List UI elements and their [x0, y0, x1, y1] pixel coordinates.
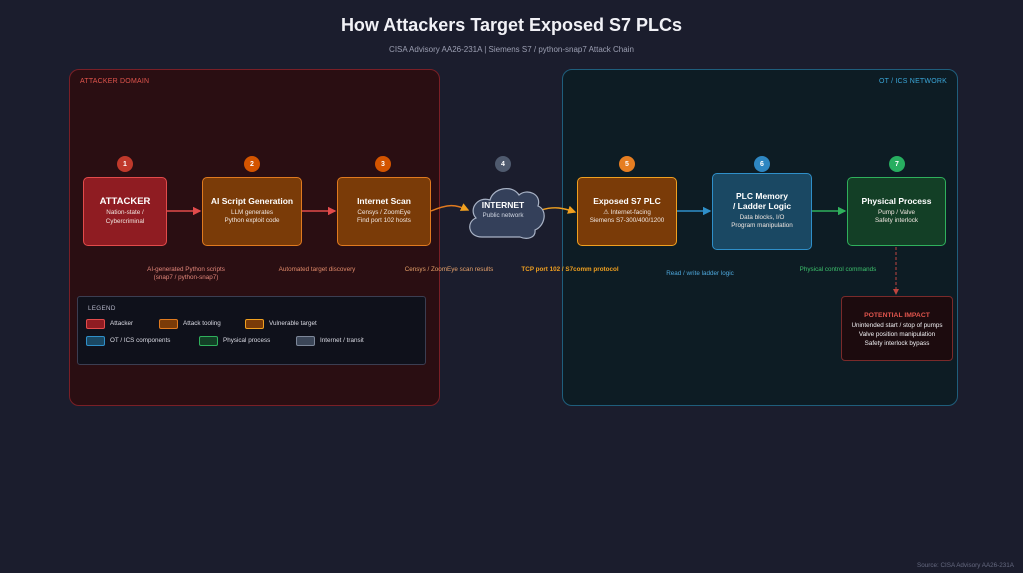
step-1-badge: 1 [117, 156, 133, 172]
edge-label-control: Physical control commands [799, 266, 877, 273]
attacker-node-title: ATTACKER [99, 195, 151, 207]
plc-memory-node: PLC Memory / Ladder Logic Data blocks, I… [712, 173, 812, 250]
legend-swatch-target [245, 319, 264, 329]
internet-node-line-1: Public network [482, 212, 524, 220]
exposed-plc-node-title: Exposed S7 PLC [593, 196, 661, 207]
legend-title: LEGEND [88, 305, 116, 312]
ai-script-node-line-1: LLM generates [230, 208, 273, 216]
exposed-plc-node-line-2: Siemens S7-300/400/1200 [589, 217, 665, 225]
internet-scan-node-line-2: Find port 102 hosts [357, 217, 411, 225]
source-note: Source: CISA Advisory AA26-231A [917, 562, 1014, 569]
internet-node-title: INTERNET [481, 200, 525, 211]
step-5-badge: 5 [619, 156, 635, 172]
edge-label-ai-scripts: AI-generated Python scripts (snap7 / pyt… [126, 266, 246, 282]
plc-memory-node-line-1: Data blocks, I/O [739, 213, 785, 221]
edge-scan-to-internet [430, 203, 470, 212]
edge-label-discovery: Automated target discovery [278, 266, 356, 273]
legend-label-ot: OT / ICS components [110, 337, 171, 344]
attacker-domain-label: ATTACKER DOMAIN [80, 78, 150, 85]
potential-impact-line-2: Valve position manipulation [858, 331, 936, 338]
legend-swatch-physical [199, 336, 218, 346]
internet-node: INTERNET Public network [470, 196, 536, 226]
legend-label-attacker: Attacker [110, 320, 134, 327]
legend-swatch-tooling [159, 319, 178, 329]
legend-label-tooling: Attack tooling [183, 320, 221, 327]
attacker-node-line-2: Cybercriminal [105, 217, 145, 225]
edge-label-ladder: Read / write ladder logic [666, 270, 734, 277]
diagram-title: How Attackers Target Exposed S7 PLCs [340, 15, 683, 35]
potential-impact-title: POTENTIAL IMPACT [864, 312, 930, 319]
step-2-badge: 2 [244, 156, 260, 172]
legend-label-target: Vulnerable target [269, 320, 317, 327]
potential-impact-box: POTENTIAL IMPACT Unintended start / stop… [841, 296, 953, 361]
step-7-badge: 7 [889, 156, 905, 172]
potential-impact-line-3: Safety interlock bypass [864, 340, 930, 347]
step-4-badge: 4 [495, 156, 511, 172]
step-3-badge: 3 [375, 156, 391, 172]
ai-script-node-line-2: Python exploit code [224, 217, 280, 225]
legend-swatch-internet [296, 336, 315, 346]
exposed-plc-node: Exposed S7 PLC ⚠ Internet-facing Siemens… [577, 177, 677, 246]
edge-label-protocol: TCP port 102 / S7comm protocol [521, 266, 619, 273]
internet-scan-node: Internet Scan Censys / ZoomEye Find port… [337, 177, 431, 246]
internet-scan-node-line-1: Censys / ZoomEye [357, 208, 411, 216]
internet-cloud-shape [469, 187, 545, 239]
plc-memory-node-title-1: PLC Memory [736, 191, 788, 202]
legend-swatch-ot [86, 336, 105, 346]
ai-script-node-title: AI Script Generation [210, 196, 294, 207]
physical-process-node-line-2: Safety interlock [874, 217, 919, 225]
ai-script-node: AI Script Generation LLM generates Pytho… [202, 177, 302, 246]
attacker-node-line-1: Nation-state / [106, 209, 144, 217]
step-6-badge: 6 [754, 156, 770, 172]
ot-network-label: OT / ICS NETWORK [878, 78, 947, 85]
diagram-subtitle: CISA Advisory AA26-231A | Siemens S7 / p… [389, 45, 634, 54]
physical-process-node-line-1: Pump / Valve [878, 208, 915, 216]
edge-internet-to-plc [540, 205, 577, 214]
attacker-node: ATTACKER Nation-state / Cybercriminal [83, 177, 167, 246]
potential-impact-line-1: Unintended start / stop of pumps [851, 322, 943, 329]
physical-process-node-title: Physical Process [861, 196, 932, 207]
legend-label-internet: Internet / transit [320, 337, 364, 344]
plc-memory-node-title-2: / Ladder Logic [732, 201, 792, 211]
edge-label-scan-results: Censys / ZoomEye scan results [404, 266, 494, 273]
edge-label-ai-scripts-line-2: (snap7 / python-snap7) [153, 274, 219, 282]
physical-process-node: Physical Process Pump / Valve Safety int… [847, 177, 946, 246]
edge-label-ai-scripts-line-1: AI-generated Python scripts [147, 266, 225, 273]
legend-swatch-attacker [86, 319, 105, 329]
exposed-plc-node-line-1: ⚠ Internet-facing [603, 208, 651, 216]
plc-memory-node-line-2: Program manipulation [731, 222, 793, 230]
legend-label-physical: Physical process [223, 337, 271, 344]
internet-scan-node-title: Internet Scan [357, 196, 411, 207]
legend: LEGEND Attacker Attack tooling Vulnerabl… [77, 296, 426, 365]
